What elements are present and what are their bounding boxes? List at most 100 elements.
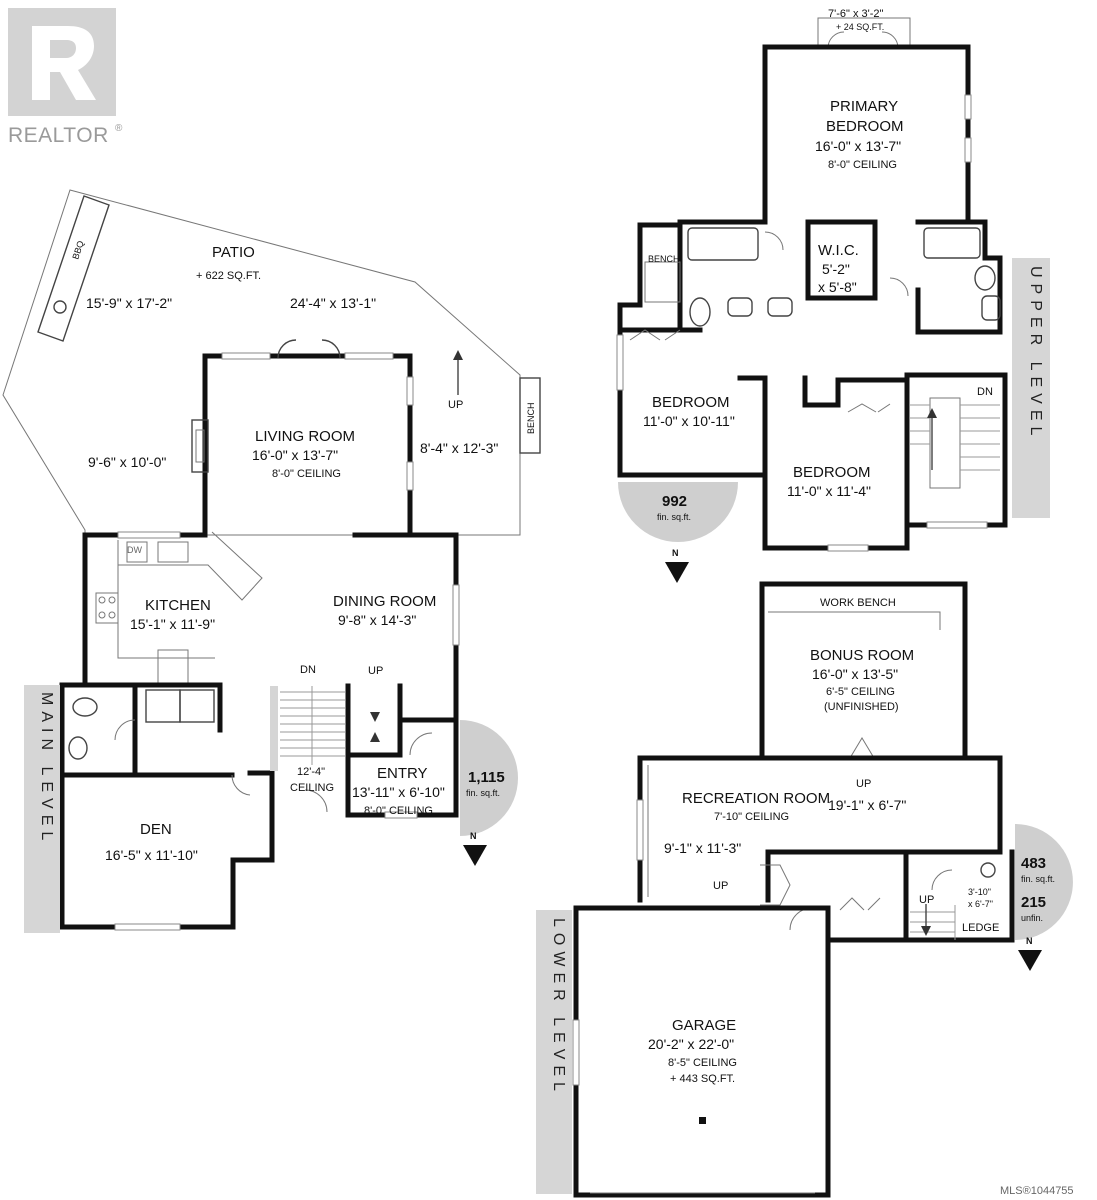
ensuite-west-wall xyxy=(617,222,683,308)
den-door xyxy=(231,774,251,796)
upper-north-label: N xyxy=(672,548,679,558)
lower-sqft-label: fin. sq.ft. xyxy=(1021,874,1055,884)
realtor-r-icon xyxy=(32,26,96,100)
garage-drain-icon xyxy=(699,1117,706,1124)
fridge xyxy=(157,649,189,687)
main-north-arrow-icon xyxy=(463,845,487,866)
storage-bifold-door xyxy=(839,897,881,911)
deck-dim: 8'-4" x 12'-3" xyxy=(420,440,498,456)
deck-bench-shape xyxy=(519,377,541,454)
main-level-band xyxy=(24,685,60,933)
patio-name: PATIO xyxy=(212,244,255,261)
den-window xyxy=(114,923,181,931)
bedroom1-name: BEDROOM xyxy=(652,394,730,411)
patio-outline xyxy=(2,189,521,536)
bedroom2-closet-door xyxy=(847,403,891,413)
recreation-room-walls xyxy=(637,755,1003,903)
storage-up-label: UP xyxy=(919,894,934,906)
patio-area: + 622 SQ.FT. xyxy=(196,270,261,282)
mls-number: MLS®1044755 xyxy=(1000,1185,1074,1197)
lower-stairs-small xyxy=(910,905,956,940)
lower-level-plan: WORK BENCH BONUS ROOM 16'-0" x 13'-5" 6'… xyxy=(572,581,1073,1198)
recreation-room-dim-2: 9'-1" x 11'-3" xyxy=(664,840,741,856)
lower-unfin-value: 215 xyxy=(1021,894,1046,911)
dining-room-dim: 9'-8" x 14'-3" xyxy=(338,612,416,628)
kitchen-counter-line xyxy=(117,540,215,659)
kitchen-window xyxy=(117,531,181,539)
dishwasher xyxy=(126,541,148,563)
upper-level-label: UPPER LEVEL xyxy=(1027,266,1044,441)
garage-window xyxy=(572,1019,580,1086)
realtor-registered-mark: ® xyxy=(115,123,123,134)
garage-ceiling: 8'-5" CEILING xyxy=(668,1057,737,1069)
upper-sqft-badge xyxy=(618,482,738,542)
ledge-label: LEDGE xyxy=(962,922,999,934)
patio-dim-left: 15'-9" x 17'-2" xyxy=(86,295,172,311)
balcony-outline xyxy=(817,17,911,47)
entry-name: ENTRY xyxy=(377,765,428,782)
living-window-1 xyxy=(221,352,271,360)
stair-ceiling-label: CEILING xyxy=(290,782,334,794)
bbq-counter xyxy=(37,195,110,342)
recreation-room-dim: 19'-1" x 6'-7" xyxy=(828,797,906,813)
bonus-up-label: UP xyxy=(856,778,871,790)
bonus-room-door xyxy=(849,737,875,759)
kitchen-name: KITCHEN xyxy=(145,597,211,614)
living-window-2 xyxy=(344,352,394,360)
stove xyxy=(95,592,119,624)
work-bench-outline xyxy=(768,611,941,630)
primary-window-1 xyxy=(964,94,972,120)
bonus-room-dim: 16'-0" x 13'-5" xyxy=(812,666,898,682)
den-name: DEN xyxy=(140,821,172,838)
patio-french-door xyxy=(277,339,341,359)
stove-burner xyxy=(98,596,106,604)
lower-north-arrow-icon xyxy=(1018,950,1042,971)
stove-burner xyxy=(108,596,116,604)
bonus-room-ceiling: 6'-5" CEILING xyxy=(826,686,895,698)
primary-window-2 xyxy=(964,137,972,163)
storage-door xyxy=(931,869,953,891)
deck-up-arrow-icon xyxy=(453,350,463,360)
storage-dim-2: x 6'-7" xyxy=(968,899,993,909)
ensuite-sink-1 xyxy=(727,297,753,317)
ensuite-shower xyxy=(644,261,681,303)
stair-rail xyxy=(270,686,278,771)
wic-dim-2: x 5'-8" xyxy=(818,279,857,295)
main-sqft-value: 1,115 xyxy=(468,769,505,786)
upper-bath-sink xyxy=(981,295,1001,321)
main-north-label: N xyxy=(470,831,477,841)
bedroom2-dim: 11'-0" x 11'-4" xyxy=(787,483,871,499)
living-window-3 xyxy=(406,376,414,406)
upper-stairs-down-label: DN xyxy=(977,386,993,398)
upper-bath-walls xyxy=(915,219,1003,335)
dishwasher-label: DW xyxy=(127,545,142,555)
deck-bench-label: BENCH xyxy=(526,402,536,434)
stove-burner xyxy=(98,611,106,619)
ensuite-tub xyxy=(687,227,759,261)
bedroom2-walls xyxy=(762,375,910,551)
lower-stair-arrow-icon xyxy=(921,926,931,936)
garage-area: + 443 SQ.FT. xyxy=(670,1073,735,1085)
upper-stairs xyxy=(910,397,1000,489)
dining-room-name: DINING ROOM xyxy=(333,593,436,610)
balcony-dim: 7'-6" x 3'-2" xyxy=(828,8,884,20)
entry-walls xyxy=(345,683,459,818)
living-room-walls xyxy=(202,353,413,538)
balcony-area: + 24 SQ.FT. xyxy=(836,22,884,32)
upper-sqft-value: 992 xyxy=(662,493,687,510)
fireplace xyxy=(191,419,209,473)
primary-bedroom-name-1: PRIMARY xyxy=(830,98,898,115)
entry-ceiling: 8'-0" CEILING xyxy=(364,805,433,817)
primary-bedroom-ceiling: 8'-0" CEILING xyxy=(828,159,897,171)
laundry-wall xyxy=(59,682,223,733)
bedroom2-name: BEDROOM xyxy=(793,464,871,481)
main-stairs xyxy=(280,686,345,765)
main-level-label: MAIN LEVEL xyxy=(38,692,55,846)
garage-dim: 20'-2" x 22'-0" xyxy=(648,1036,734,1052)
living-room-name: LIVING ROOM xyxy=(255,428,355,445)
upper-sqft-label: fin. sq.ft. xyxy=(657,512,691,522)
upper-stair-arrow-icon xyxy=(927,408,937,418)
bedroom1-closet-door xyxy=(629,329,681,341)
nook-dim: 9'-6" x 10'-0" xyxy=(88,454,166,470)
